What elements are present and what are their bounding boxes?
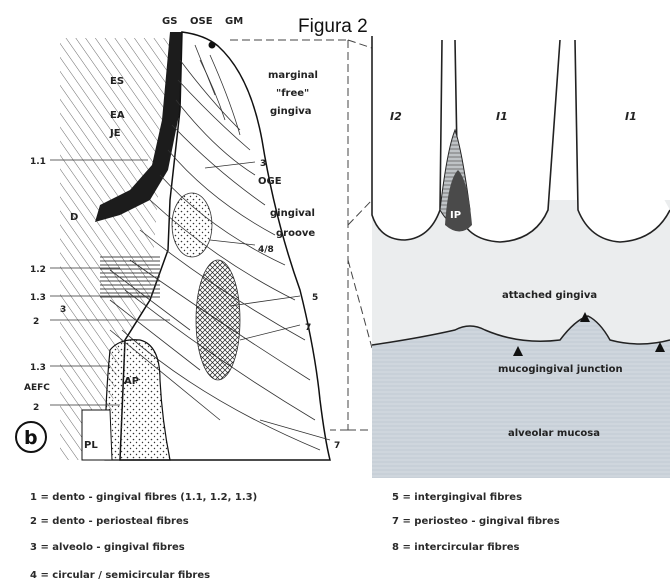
- label-marginal: marginal: [268, 70, 318, 81]
- label-mucogingival-junction: mucogingival junction: [498, 364, 623, 375]
- label-ip: IP: [450, 210, 461, 221]
- label-tooth-i2: I2: [390, 110, 402, 123]
- panel-letter: b: [24, 427, 38, 449]
- label-7a: 7: [305, 323, 311, 333]
- label-1-1: 1.1: [30, 157, 46, 167]
- label-gm: GM: [225, 16, 243, 27]
- label-7b: 7: [334, 441, 340, 451]
- legend-item-7: 7 = periosteo - gingival fibres: [392, 516, 560, 527]
- fibre-block-12: [100, 255, 160, 300]
- figure-title: Figura 2: [298, 16, 368, 37]
- legend-item-5: 5 = intergingival fibres: [392, 492, 522, 503]
- legend-item-3: 3 = alveolo - gingival fibres: [30, 542, 185, 553]
- label-ap: AP: [124, 376, 139, 387]
- label-2a: 2: [33, 317, 39, 327]
- tooth-I2: [372, 36, 442, 240]
- legend-item-2: 2 = dento - periosteal fibres: [30, 516, 189, 527]
- label-attached-gingiva: attached gingiva: [502, 290, 597, 301]
- label-1-3b: 1.3: [30, 363, 46, 373]
- gingival-margin-point: [209, 42, 216, 49]
- legend-item-1: 1 = dento - gingival fibres (1.1, 1.2, 1…: [30, 492, 257, 503]
- label-ea: EA: [110, 110, 125, 121]
- legend-item-8: 8 = intercircular fibres: [392, 542, 520, 553]
- label-es: ES: [110, 76, 124, 87]
- tooth-I1-left: [455, 40, 560, 242]
- label-aefc: AEFC: [24, 383, 50, 393]
- intergingival-fibres: [196, 260, 240, 380]
- label-je: JE: [109, 128, 121, 139]
- tooth-I1-right: [575, 40, 670, 242]
- label-2b: 2: [33, 403, 39, 413]
- label-oge: OGE: [258, 176, 282, 187]
- label-3: 3: [260, 159, 266, 169]
- label-free: "free": [276, 88, 309, 99]
- label-1-2: 1.2: [30, 265, 46, 275]
- circular-fibres-upper: [172, 193, 212, 257]
- label-groove: groove: [276, 228, 315, 239]
- label-ose: OSE: [190, 16, 213, 27]
- label-pl: PL: [84, 440, 98, 451]
- legend-item-4: 4 = circular / semicircular fibres: [30, 570, 210, 581]
- label-gingiva: gingiva: [270, 106, 312, 117]
- teeth-panel: [372, 36, 670, 478]
- label-d: D: [70, 212, 78, 223]
- periodontal-ligament: [82, 410, 112, 460]
- label-5: 5: [312, 293, 318, 303]
- label-4-8: 4/8: [258, 245, 274, 255]
- label-alveolar-mucosa: alveolar mucosa: [508, 428, 600, 439]
- label-tooth-i1-left: I1: [496, 110, 508, 123]
- label-gingival: gingival: [270, 208, 315, 219]
- label-1-3a: 1.3: [30, 293, 46, 303]
- label-3a: 3: [60, 305, 66, 315]
- label-gs: GS: [162, 16, 177, 27]
- label-tooth-i1-right: I1: [625, 110, 637, 123]
